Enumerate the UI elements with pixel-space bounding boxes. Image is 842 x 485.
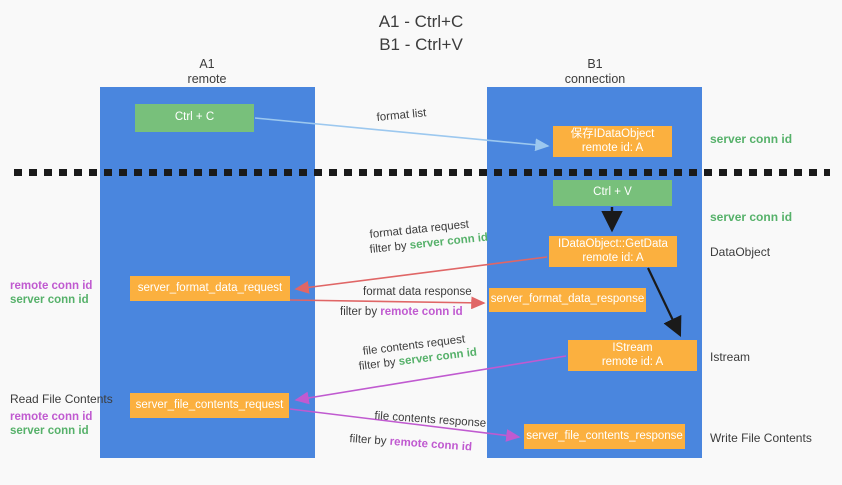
column-a1-name: A1 xyxy=(199,57,215,71)
box-istream[interactable]: IStream remote id: A xyxy=(568,340,697,371)
box-server-format-data-response[interactable]: server_format_data_response xyxy=(489,288,646,312)
title-line-2: B1 - Ctrl+V xyxy=(379,35,463,54)
box-server-format-data-response-label: server_format_data_response xyxy=(490,293,645,306)
note-remote-conn-id: remote conn id xyxy=(10,280,93,292)
filter-prefix: filter by xyxy=(340,306,381,318)
filter-value-remote-conn-id: remote conn id xyxy=(389,435,473,454)
box-save-idataobject[interactable]: 保存IDataObject remote id: A xyxy=(553,126,672,157)
edge-label-file-contents-response-filter: filter by remote conn id xyxy=(349,432,472,456)
box-server-file-contents-request-label: server_file_contents_request xyxy=(135,398,284,411)
box-ctrl-c[interactable]: Ctrl + C xyxy=(135,104,254,132)
column-b1-name: B1 xyxy=(587,57,603,71)
column-header-b1: B1 connection xyxy=(505,57,685,86)
note-server-conn-id: server conn id xyxy=(10,425,89,437)
box-server-file-contents-response[interactable]: server_file_contents_response xyxy=(524,424,685,449)
box-server-format-data-request[interactable]: server_format_data_request xyxy=(130,276,290,301)
note-conn-ids-upper: remote conn id server conn id xyxy=(10,279,92,307)
column-b1-sub: connection xyxy=(564,71,626,86)
box-getdata-line1: IDataObject::GetData xyxy=(558,238,668,250)
note-server-conn-id-mid: server conn id xyxy=(710,210,793,224)
column-a1-sub: remote xyxy=(187,71,227,86)
box-ctrl-v[interactable]: Ctrl + V xyxy=(553,180,672,206)
filter-prefix: filter by xyxy=(369,239,411,256)
box-server-format-data-request-label: server_format_data_request xyxy=(137,281,283,294)
note-write-file-contents: Write File Contents xyxy=(710,431,812,445)
note-remote-conn-id: remote conn id xyxy=(10,411,93,423)
box-istream-line1: IStream xyxy=(612,342,653,354)
note-conn-ids-lower: remote conn id server conn id xyxy=(10,410,92,438)
edge-label-format-list: format list xyxy=(376,107,427,124)
box-idataobject-getdata[interactable]: IDataObject::GetData remote id: A xyxy=(549,236,677,267)
box-istream-line2: remote id: A xyxy=(601,355,664,368)
edge-label-format-data-response-filter: filter by remote conn id xyxy=(340,305,463,320)
page-title: A1 - Ctrl+C B1 - Ctrl+V xyxy=(0,10,842,56)
note-dataobject: DataObject xyxy=(710,245,771,259)
edge-label-file-contents-response: file contents response xyxy=(374,409,487,430)
edge-label-format-data-response: format data response xyxy=(363,286,472,298)
box-getdata-line2: remote id: A xyxy=(582,251,644,264)
phase-divider-dashed-line xyxy=(14,169,830,176)
box-ctrl-c-label: Ctrl + C xyxy=(174,111,215,124)
box-save-idataobject-line2: remote id: A xyxy=(581,141,644,154)
arrow-format-data-response xyxy=(289,296,486,310)
filter-value-remote-conn-id: remote conn id xyxy=(380,306,463,318)
box-server-file-contents-request[interactable]: server_file_contents_request xyxy=(130,393,289,418)
filter-prefix: filter by xyxy=(349,432,391,448)
column-header-a1: A1 remote xyxy=(117,57,297,86)
note-istream: Istream xyxy=(710,350,751,364)
box-server-file-contents-response-label: server_file_contents_response xyxy=(526,429,683,442)
box-save-idataobject-line1: 保存IDataObject xyxy=(570,128,655,140)
note-read-file-contents: Read File Contents xyxy=(10,392,113,406)
box-ctrl-v-label: Ctrl + V xyxy=(593,186,632,199)
note-server-conn-id: server conn id xyxy=(10,294,89,306)
note-server-conn-id-top: server conn id xyxy=(710,132,793,146)
filter-prefix: filter by xyxy=(358,356,400,373)
title-line-1: A1 - Ctrl+C xyxy=(378,12,464,31)
